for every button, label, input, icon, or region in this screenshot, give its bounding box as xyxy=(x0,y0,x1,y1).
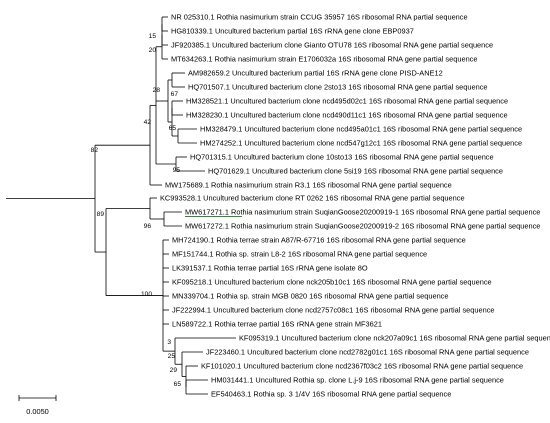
leaf-label: MH724190.1 Rothia terrae strain A87/R-67… xyxy=(172,236,466,245)
leaf-label: HM031441.1 Uncultured Rothia sp. clone L… xyxy=(211,376,504,385)
bootstrap-value: 95 xyxy=(173,167,181,174)
bootstrap-value: 3 xyxy=(167,339,171,346)
leaf-label: KC993528.1 Uncultured bacterium clone RT… xyxy=(160,194,465,203)
leaf-label: LK391537.1 Rothia terrae partial 16S rRN… xyxy=(172,264,368,273)
bootstrap-value: 82 xyxy=(91,147,99,154)
leaf-label: MF151744.1 Rothia sp. strain L8-2 16S ri… xyxy=(172,250,427,259)
leaf-label: HM328521.1 Uncultured bacterium clone nc… xyxy=(186,97,508,106)
bootstrap-value: 15 xyxy=(149,33,157,40)
leaf-label: HM328230.1 Uncultured bacterium clone nc… xyxy=(186,111,508,120)
leaf-label: HM328479.1 Uncultured bacterium clone nc… xyxy=(200,125,522,134)
leaf-label: MW617272.1 Rothia nasimurium strain Suqi… xyxy=(185,222,540,231)
leaf-label: KF095218.1 Uncultured bacterium clone nc… xyxy=(172,278,492,287)
bootstrap-value: 65 xyxy=(169,125,177,132)
leaf-label: EF540463.1 Rothia sp. 3 1/4V 16S ribosom… xyxy=(211,390,451,399)
tree-branches xyxy=(6,16,236,395)
bootstrap-value: 67 xyxy=(171,91,179,98)
leaf-label: MW617271.1 Rothia nasimurium strain Suqi… xyxy=(185,208,540,217)
leaf-label: MN339704.1 Rothia sp. strain MGB 0820 16… xyxy=(172,292,449,301)
leaf-label: HM274252.1 Uncultured bacterium clone nc… xyxy=(200,139,522,148)
leaf-label: JF920385.1 Uncultured bacterium clone Gi… xyxy=(171,41,493,50)
bootstrap-value: 28 xyxy=(153,87,161,94)
leaf-label: JF223460.1 Uncultured bacterium clone nc… xyxy=(206,348,529,357)
leaf-label: JF222994.1 Uncultured bacterium clone nc… xyxy=(172,306,495,315)
bootstrap-labels: 15 20 67 28 65 42 95 82 89 96 100 3 25 29 65 xyxy=(91,33,182,388)
bootstrap-value: 42 xyxy=(144,119,152,126)
leaf-label: HQ701629.1 Uncultured bacterium clone 5s… xyxy=(208,167,503,176)
bootstrap-value: 100 xyxy=(141,291,152,298)
bootstrap-value: 20 xyxy=(149,47,157,54)
leaf-label: MT634263.1 Rothia nasimurium strain E170… xyxy=(171,55,477,64)
leaf-label: HQ701315.1 Uncultured bacterium clone 10… xyxy=(190,153,494,162)
leaf-label: KF095319.1 Uncultured bacterium clone nc… xyxy=(239,334,550,343)
scale-bar-label: 0.0050 xyxy=(26,407,49,416)
bootstrap-value: 25 xyxy=(168,353,176,360)
leaf-label: AM982659.2 Uncultured bacterium partial … xyxy=(188,69,443,78)
bootstrap-value: 29 xyxy=(170,367,178,374)
leaf-label: LN589722.1 Rothia terrae partial 16S rRN… xyxy=(172,320,382,329)
bootstrap-value: 89 xyxy=(97,211,105,218)
leaf-label: KF101020.1 Uncultured bacterium clone nc… xyxy=(201,362,523,371)
leaf-labels: NR 025310.1 Rothia nasimurium strain CCU… xyxy=(160,13,550,399)
leaf-label: HG810339.1 Uncultured bacterium partial … xyxy=(171,27,414,36)
bootstrap-value: 96 xyxy=(144,223,152,230)
bootstrap-value: 65 xyxy=(174,381,182,388)
leaf-label: MW175689.1 Rothia nasimurium strain R3.1… xyxy=(165,181,452,190)
leaf-label: NR 025310.1 Rothia nasimurium strain CCU… xyxy=(171,13,468,22)
scale-bar: 0.0050 xyxy=(18,395,57,416)
leaf-label: HQ701507.1 Uncultured bacterium clone 2s… xyxy=(188,83,488,92)
